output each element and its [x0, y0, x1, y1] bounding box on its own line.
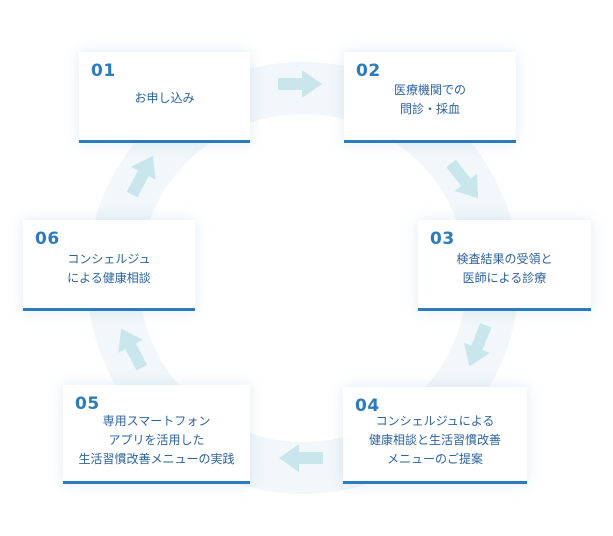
step-05-card: 05 専用スマートフォン アプリを活用した 生活習慣改善メニューの実践: [63, 385, 250, 484]
step-06-line-1: コンシェルジュ: [67, 252, 151, 266]
arrow-5-icon: [118, 328, 148, 371]
step-06-number: 06: [35, 229, 60, 249]
step-05-number: 05: [75, 394, 100, 414]
arrow-1-icon: [278, 70, 322, 98]
step-03-line-2: 医師による診療: [462, 271, 547, 285]
step-06-card: 06 コンシェルジュ による健康相談: [23, 220, 195, 311]
step-04-number: 04: [355, 396, 380, 416]
step-02-line-2: 問診・採血: [399, 102, 460, 116]
step-01-line-1: お申し込み: [134, 91, 195, 105]
arrow-3-icon: [463, 323, 492, 367]
step-04-card: 04 コンシェルジュによる 健康相談と生活習慣改善 メニューのご提案: [343, 387, 527, 484]
arrow-6-icon: [126, 155, 156, 198]
step-05-line-2: アプリを活用した: [108, 433, 205, 447]
step-01-number: 01: [91, 61, 116, 81]
arrow-4-icon: [279, 444, 323, 472]
step-02-line-1: 医療機関での: [393, 83, 466, 97]
step-01-label: お申し込み: [79, 89, 250, 108]
step-03-card: 03 検査結果の受領と 医師による診療: [418, 220, 591, 311]
step-04-line-1: コンシェルジュによる: [375, 414, 495, 428]
arrow-2-icon: [446, 159, 479, 199]
step-06-label: コンシェルジュ による健康相談: [23, 250, 195, 288]
step-03-number: 03: [430, 229, 455, 249]
step-03-line-1: 検査結果の受領と: [456, 252, 553, 266]
step-04-label: コンシェルジュによる 健康相談と生活習慣改善 メニューのご提案: [343, 412, 527, 469]
step-06-line-2: による健康相談: [67, 271, 151, 285]
step-05-line-3: 生活習慣改善メニューの実践: [78, 452, 235, 466]
step-02-number: 02: [356, 61, 381, 81]
step-01-card: 01 お申し込み: [79, 52, 250, 143]
step-02-label: 医療機関での 問診・採血: [344, 81, 516, 119]
step-04-line-2: 健康相談と生活習慣改善: [368, 433, 501, 447]
step-05-label: 専用スマートフォン アプリを活用した 生活習慣改善メニューの実践: [63, 412, 250, 469]
step-04-line-3: メニューのご提案: [386, 452, 483, 466]
step-02-card: 02 医療機関での 問診・採血: [344, 52, 516, 143]
step-05-line-1: 専用スマートフォン: [102, 414, 211, 428]
step-03-label: 検査結果の受領と 医師による診療: [418, 250, 591, 288]
